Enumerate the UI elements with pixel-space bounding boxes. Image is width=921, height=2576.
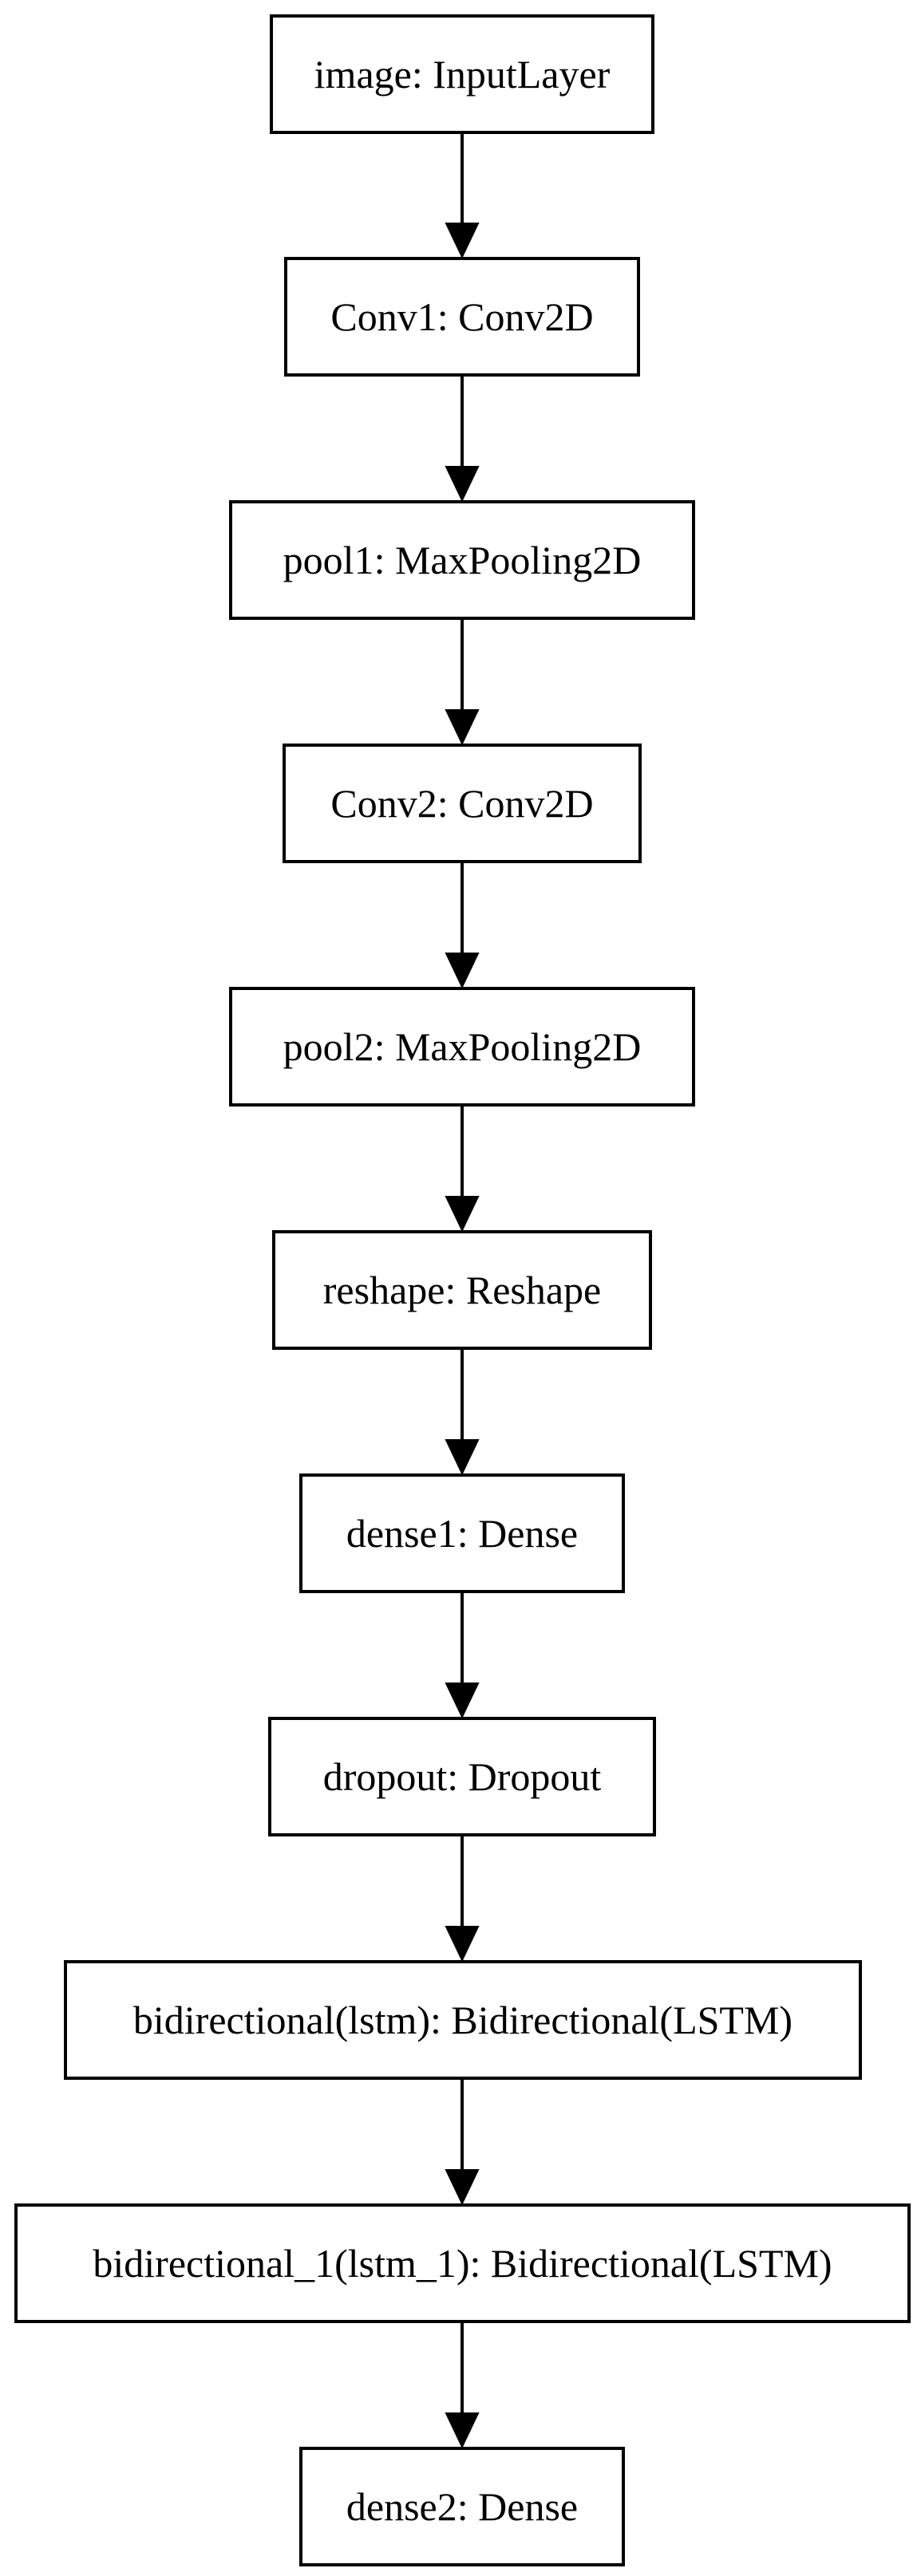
- node-pool1: pool1: MaxPooling2D: [229, 500, 695, 620]
- node-dense2: dense2: Dense: [299, 2447, 625, 2566]
- node-bidirectional-1: bidirectional_1(lstm_1): Bidirectional(L…: [14, 2203, 911, 2323]
- edge-arrowhead-dropout-to-bidirectional: [445, 1926, 480, 1963]
- node-image: image: InputLayer: [270, 14, 654, 134]
- node-pool2: pool2: MaxPooling2D: [229, 987, 695, 1107]
- edge-arrowhead-pool1-to-conv2: [445, 709, 480, 746]
- node-reshape: reshape: Reshape: [272, 1230, 652, 1350]
- node-dense1: dense1: Dense: [299, 1473, 625, 1593]
- edge-arrowhead-pool2-to-reshape: [445, 1196, 480, 1233]
- edge-arrowhead-reshape-to-dense1: [445, 1439, 480, 1476]
- node-dropout: dropout: Dropout: [268, 1717, 656, 1836]
- node-conv2: Conv2: Conv2D: [283, 744, 642, 863]
- edge-arrowhead-conv2-to-pool2: [445, 953, 480, 989]
- edge-arrowhead-bidirectional_1-to-dense2: [445, 2412, 480, 2449]
- edge-arrowhead-conv1-to-pool1: [445, 466, 480, 503]
- edge-arrowhead-dense1-to-dropout: [445, 1682, 480, 1719]
- node-bidirectional: bidirectional(lstm): Bidirectional(LSTM): [64, 1960, 862, 2080]
- edge-arrowhead-bidirectional-to-bidirectional_1: [445, 2169, 480, 2206]
- node-conv1: Conv1: Conv2D: [284, 257, 640, 377]
- edge-arrowhead-image-to-conv1: [445, 223, 480, 259]
